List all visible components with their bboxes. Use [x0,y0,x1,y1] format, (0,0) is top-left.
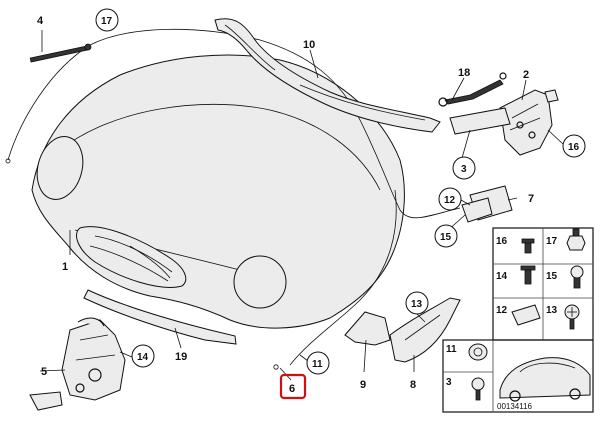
screw-16-icon [521,238,535,254]
callout-15[interactable]: 15 [434,224,458,248]
callout-16[interactable]: 16 [562,134,586,158]
label-part-11: 11 [312,359,323,370]
callout-11[interactable]: 11 [306,351,330,375]
label-part-1[interactable]: 1 [62,261,68,273]
grid-label-15: 15 [546,271,558,282]
reference-number: 00134116 [497,402,533,411]
screw-14-icon [520,265,536,285]
grommet-11-icon [468,343,488,361]
trim-strip-part-19[interactable] [83,289,237,345]
label-part-15: 15 [440,232,452,243]
grid-label-12: 12 [496,305,508,316]
callout-13[interactable]: 13 [405,291,429,315]
ground-strap-part-18[interactable] [438,72,507,107]
bracket-part-9[interactable] [344,311,391,346]
hood-lock-part-5[interactable] [29,317,126,411]
label-part-2[interactable]: 2 [523,69,529,81]
support-rod-part-4[interactable] [29,43,92,63]
label-part-4[interactable]: 4 [37,15,44,27]
grid-label-13: 13 [546,305,558,316]
label-part-17: 17 [101,16,113,27]
screw-15-icon [570,265,584,289]
clip-12-icon [511,304,541,326]
label-part-6: 6 [289,383,295,395]
label-part-9[interactable]: 9 [360,379,366,391]
car-location-icon [499,357,591,402]
label-part-16: 16 [568,142,580,153]
screw-13-icon [564,304,580,330]
hinge-part-2[interactable] [499,89,559,156]
grid-label-3: 3 [446,377,452,388]
label-part-3: 3 [461,164,467,175]
grid-label-14: 14 [496,271,508,282]
label-part-7[interactable]: 7 [528,193,534,205]
label-part-19[interactable]: 19 [175,351,187,363]
fastener-legend-grid [442,227,594,413]
cover-part-8[interactable] [389,297,461,363]
grid-label-16: 16 [496,236,508,247]
grid-label-11: 11 [446,344,457,355]
callouts: 4 1 10 18 2 7 19 5 9 8 17 3 16 12 15 [37,8,586,411]
label-part-12: 12 [444,195,456,206]
callout-12[interactable]: 12 [438,187,462,211]
screw-3-icon [471,377,485,401]
hood-part[interactable] [30,54,405,329]
label-part-5[interactable]: 5 [41,366,47,378]
highlighted-part-6[interactable]: 6 [279,373,307,400]
grid-label-17: 17 [546,236,558,247]
label-part-18[interactable]: 18 [458,67,470,79]
label-part-10[interactable]: 10 [303,39,315,51]
hood-seal-part-10[interactable] [214,18,441,133]
label-part-8[interactable]: 8 [410,379,416,391]
callout-3[interactable]: 3 [452,156,476,180]
label-part-14: 14 [137,352,149,363]
leader-lines [39,30,564,381]
release-cable [5,28,461,370]
callout-17[interactable]: 17 [95,8,119,32]
hinge-rod-part-3[interactable] [449,107,511,135]
callout-14[interactable]: 14 [131,344,155,368]
latch-part-7[interactable] [461,185,513,223]
nut-17-icon [566,228,586,251]
label-part-13: 13 [411,299,423,310]
